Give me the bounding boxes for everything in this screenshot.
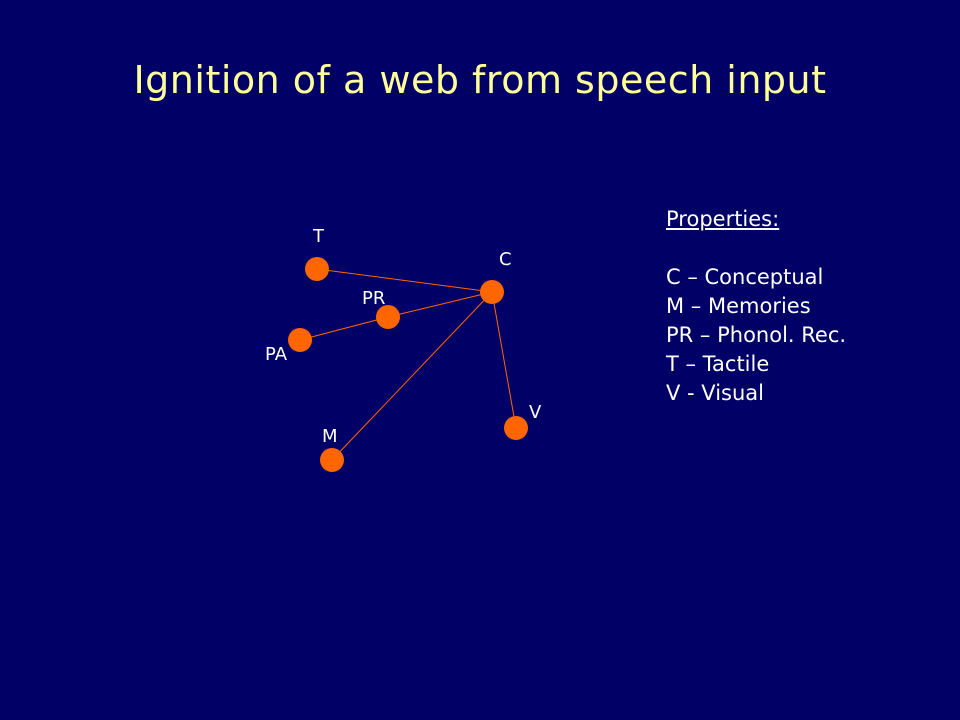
property-item-visual: V - Visual (666, 381, 764, 405)
property-item-tactile: T – Tactile (666, 352, 770, 376)
property-item-memories: M – Memories (666, 294, 811, 318)
node-v (504, 416, 528, 440)
property-item-phonol-rec: PR – Phonol. Rec. (666, 323, 847, 347)
node-t (305, 257, 329, 281)
property-item-conceptual: C – Conceptual (666, 265, 824, 289)
edge-c-m (331, 291, 493, 461)
edge-t-c (316, 268, 493, 293)
node-label-v: V (529, 402, 542, 423)
node-m (320, 448, 344, 472)
edge-pr-c (387, 291, 493, 318)
node-label-t: T (312, 226, 325, 247)
node-pr (376, 305, 400, 329)
diagram-nodes (288, 257, 528, 472)
node-pa (288, 328, 312, 352)
node-label-pr: PR (362, 288, 385, 309)
properties-heading: Properties: (666, 207, 780, 231)
edge-pa-pr (299, 316, 389, 341)
node-label-c: C (499, 249, 512, 270)
node-label-m: M (322, 426, 338, 447)
edge-c-v (491, 291, 517, 429)
properties-legend: Properties: C – Conceptual M – Memories … (666, 205, 846, 408)
diagram-edges (299, 268, 517, 461)
node-c (480, 280, 504, 304)
diagram-labels: T C PR PA V M (265, 226, 542, 447)
node-label-pa: PA (265, 344, 288, 365)
slide-title: Ignition of a web from speech input (133, 58, 827, 102)
